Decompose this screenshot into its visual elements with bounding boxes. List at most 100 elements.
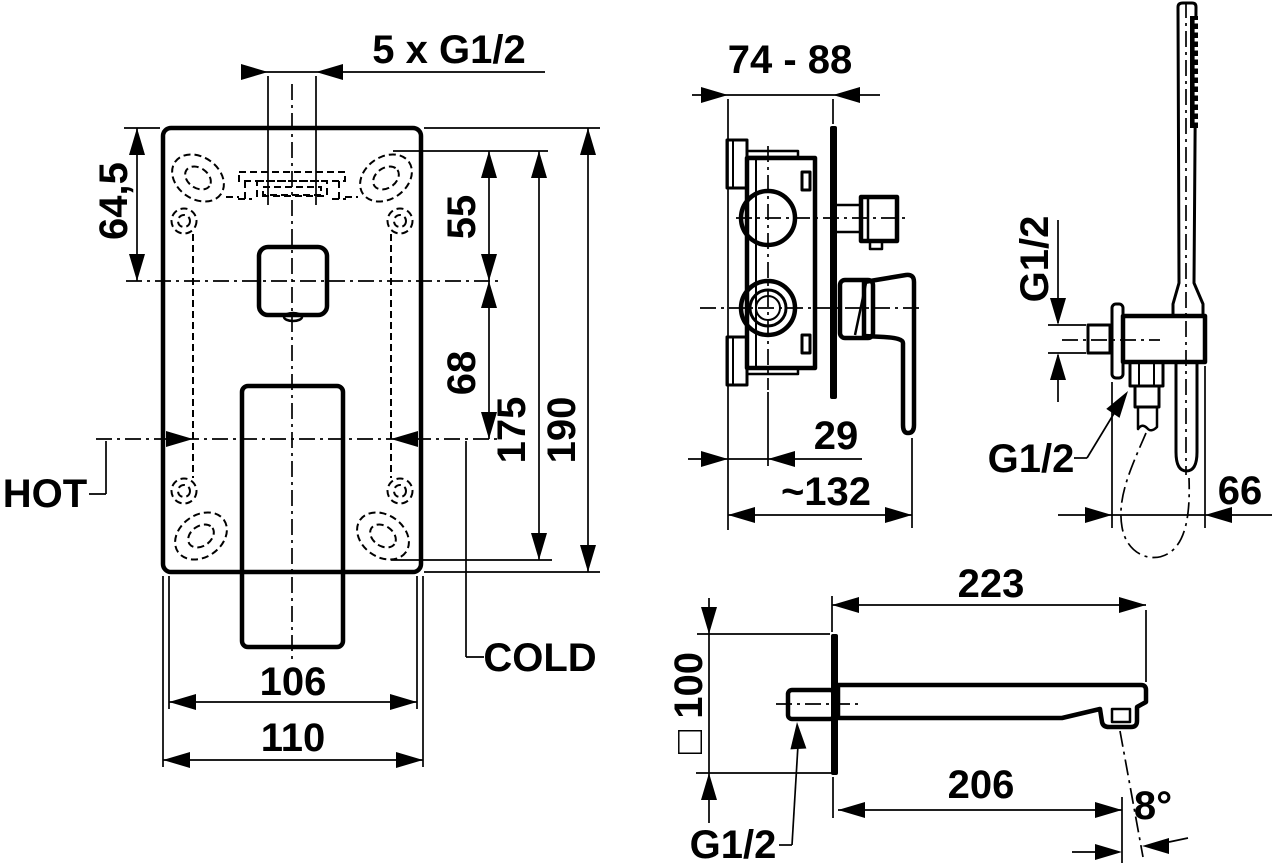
- hand-shower-wand: [1171, 1, 1205, 318]
- serration-tick: [1194, 20, 1199, 24]
- arrowhead: [316, 64, 343, 80]
- arrowhead: [531, 151, 547, 178]
- dim-100: □ 100: [667, 652, 711, 754]
- arrowhead: [481, 281, 497, 308]
- hose-connector: [1128, 360, 1165, 432]
- shower-hose-loop: [1120, 432, 1191, 559]
- arrowhead: [396, 752, 423, 768]
- dim-g12-spout: G1/2: [690, 823, 777, 867]
- arrowhead: [1095, 844, 1122, 860]
- front-dimension-lines: [89, 71, 600, 767]
- spout-outlet-port: [738, 278, 798, 338]
- dim-top-thread: 5 x G1/2: [372, 28, 525, 72]
- arrowhead: [169, 694, 196, 710]
- holder-body: [1120, 313, 1208, 365]
- arrowhead: [701, 773, 717, 800]
- arrowhead: [580, 128, 596, 155]
- arrowhead: [1050, 353, 1066, 380]
- dim-206: 206: [948, 763, 1015, 807]
- knob-nub: [282, 311, 304, 323]
- cover-plate-outline: [160, 125, 424, 575]
- arrowhead: [832, 597, 859, 613]
- dim-106: 106: [260, 660, 327, 704]
- aerator: [1110, 707, 1132, 724]
- arrowhead: [580, 545, 596, 572]
- serration-tick: [1194, 83, 1199, 87]
- dim-8deg: 8°: [1134, 784, 1172, 828]
- dim-55: 55: [440, 195, 484, 240]
- arrowhead: [790, 722, 807, 750]
- dim-68: 68: [440, 351, 484, 396]
- arrowhead: [241, 64, 268, 80]
- arrowhead: [1205, 507, 1232, 523]
- hot-label: HOT: [3, 472, 87, 516]
- dim-223: 223: [958, 562, 1025, 606]
- arrowhead: [481, 412, 497, 439]
- spout-escutcheon-edge: [831, 634, 838, 775]
- diverter-knob-side: [837, 194, 900, 251]
- arrowhead: [1050, 298, 1066, 325]
- arrowhead: [390, 694, 417, 710]
- arrowhead: [163, 752, 190, 768]
- dim-132: ~132: [781, 470, 871, 514]
- arrowhead: [1119, 597, 1146, 613]
- arrowhead: [728, 507, 755, 523]
- serration-tick: [1194, 56, 1199, 60]
- mixer-handle: [239, 383, 346, 650]
- dim-29: 29: [814, 414, 859, 458]
- arrowhead: [481, 151, 497, 178]
- spray-face: [1190, 16, 1198, 128]
- dim-g12-hose: G1/2: [988, 437, 1075, 481]
- serration-tick: [1194, 110, 1199, 114]
- arrowhead: [701, 607, 717, 634]
- dim-175: 175: [490, 397, 534, 464]
- outflow-angle-line: [1119, 730, 1144, 858]
- shower-outlet-port: [738, 188, 798, 248]
- dim-64-5: 64,5: [92, 162, 136, 240]
- arrowhead: [768, 451, 795, 467]
- mounting-lugs-hidden: [170, 153, 414, 561]
- valve-body: [725, 138, 818, 387]
- arrowhead: [1095, 802, 1122, 818]
- arrowhead: [701, 87, 728, 103]
- arrowhead: [1106, 391, 1128, 418]
- hand-shower-view: G1/2 G1/2 66: [988, 1, 1272, 559]
- wand-grip-below-holder: [1174, 362, 1199, 473]
- top-connection-hidden: [226, 171, 358, 200]
- serration-tick: [1194, 29, 1199, 33]
- serration-tick: [1194, 119, 1199, 123]
- diverter-knob: [256, 244, 330, 318]
- side-view: 74 - 88 29 ~132: [688, 38, 922, 530]
- dimension-arrowheads: [129, 64, 1232, 860]
- arrowhead: [166, 431, 193, 447]
- arrowhead: [1142, 838, 1169, 854]
- arrowhead: [531, 533, 547, 560]
- wall-plate-edge: [830, 126, 837, 399]
- serration-tick: [1194, 101, 1199, 105]
- arrowhead: [1085, 507, 1112, 523]
- arrowhead: [838, 802, 865, 818]
- spout-view: 223 □ 100 206 8° G1/2: [667, 562, 1189, 867]
- serration-tick: [1194, 92, 1199, 96]
- arrowhead: [885, 507, 912, 523]
- arrowhead: [129, 254, 145, 281]
- spout-body: [835, 682, 1149, 730]
- arrowhead: [701, 451, 728, 467]
- dim-110: 110: [261, 716, 326, 760]
- wall-connector-square: [1086, 323, 1112, 355]
- arrowhead: [391, 431, 418, 447]
- dim-74-88: 74 - 88: [728, 38, 853, 82]
- lever-handle-side: [837, 272, 917, 436]
- arrowhead: [129, 128, 145, 155]
- dim-66: 66: [1218, 469, 1263, 513]
- serration-tick: [1194, 74, 1199, 78]
- arrowhead: [481, 254, 497, 281]
- cold-label: COLD: [483, 636, 596, 680]
- front-view: 5 x G1/2 64,5 55 68 175 190 HOT COLD 106…: [3, 28, 600, 767]
- serration-tick: [1194, 65, 1199, 69]
- serration-tick: [1194, 47, 1199, 51]
- dim-g12-wall: G1/2: [1013, 216, 1057, 303]
- arrowhead: [833, 87, 860, 103]
